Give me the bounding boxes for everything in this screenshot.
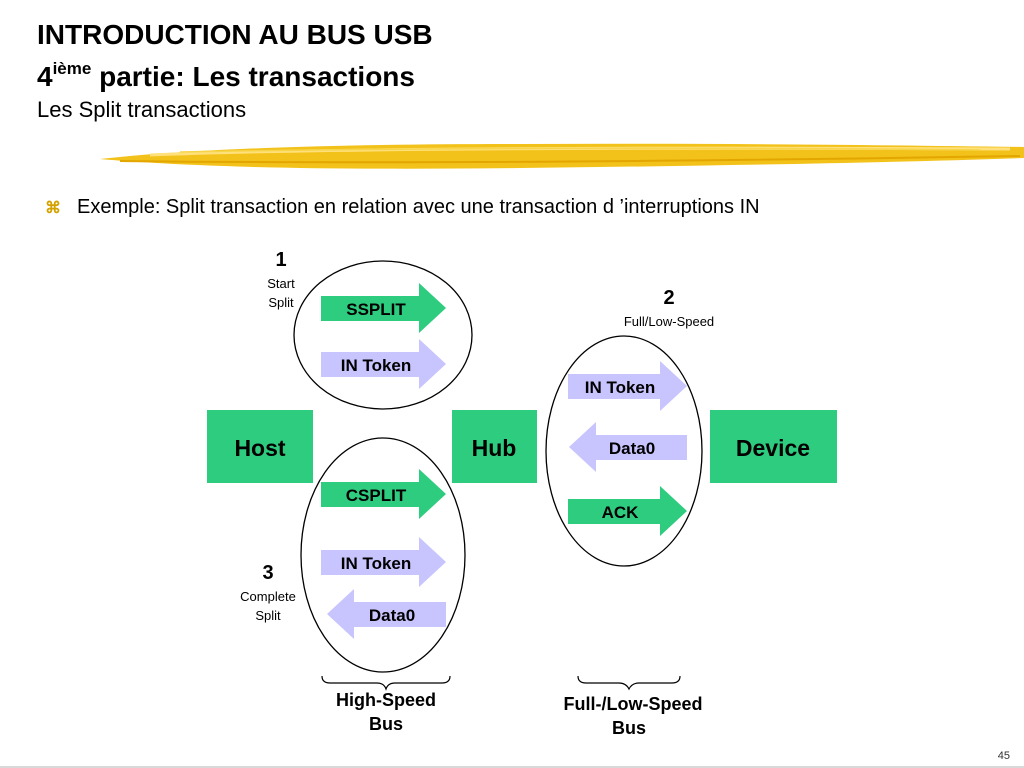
data0-label-complete: Data0 xyxy=(369,606,415,625)
high-speed-line2: Bus xyxy=(369,714,403,734)
step-3-line1: Complete xyxy=(240,589,296,604)
hub-label: Hub xyxy=(472,435,517,461)
high-speed-brace xyxy=(321,675,451,691)
step-3-label: 3 Complete Split xyxy=(240,562,296,623)
host-label: Host xyxy=(234,435,285,461)
hub-box: Hub xyxy=(452,410,537,483)
step-2-label: 2 Full/Low-Speed xyxy=(624,287,714,329)
in-token-label-complete: IN Token xyxy=(341,554,412,573)
full-low-speed-brace xyxy=(577,675,681,691)
full-low-speed-bus-label: Full-/Low-Speed Bus xyxy=(564,694,703,738)
start-split-ellipse xyxy=(293,260,473,410)
data0-arrow-device: Data0 xyxy=(569,422,687,472)
device-label: Device xyxy=(736,435,810,461)
data0-label-device: Data0 xyxy=(609,439,655,458)
data0-arrow-complete: Data0 xyxy=(327,589,446,639)
csplit-arrow: CSPLIT xyxy=(321,469,446,519)
in-token-arrow-complete: IN Token xyxy=(321,537,446,587)
device-box: Device xyxy=(710,410,837,483)
step-2-label-text: Full/Low-Speed xyxy=(624,314,714,329)
title-block: INTRODUCTION AU BUS USB 4ième partie: Le… xyxy=(37,18,433,126)
ssplit-arrow: SSPLIT xyxy=(321,283,446,333)
in-token-arrow-start: IN Token xyxy=(321,339,446,389)
full-low-speed-line1: Full-/Low-Speed xyxy=(564,694,703,714)
step-1-line1: Start xyxy=(267,276,295,291)
slide-subtitle: Les Split transactions xyxy=(37,97,247,122)
ssplit-label: SSPLIT xyxy=(346,300,406,319)
csplit-label: CSPLIT xyxy=(346,486,407,505)
high-speed-line1: High-Speed xyxy=(336,690,436,710)
slide-title: INTRODUCTION AU BUS USB xyxy=(37,19,433,50)
part-title: partie: Les transactions xyxy=(91,61,415,92)
part-superscript: ième xyxy=(52,59,92,78)
step-3-number: 3 xyxy=(262,562,273,584)
host-box: Host xyxy=(207,410,313,483)
footer-divider xyxy=(0,766,1024,768)
in-token-label-start: IN Token xyxy=(341,356,412,375)
ack-label: ACK xyxy=(602,503,640,522)
in-token-label-device: IN Token xyxy=(585,378,656,397)
full-low-speed-ellipse xyxy=(545,335,703,567)
step-1-label: 1 Start Split xyxy=(267,249,295,310)
step-1-line2: Split xyxy=(268,295,294,310)
step-2-number: 2 xyxy=(663,287,674,309)
bullet-text: Exemple: Split transaction en relation a… xyxy=(77,196,760,218)
page-number: 45 xyxy=(997,750,1010,762)
complete-split-ellipse xyxy=(300,437,466,673)
gold-brush-stroke-divider xyxy=(100,143,1024,169)
bullet-icon: ⌘ xyxy=(45,200,61,217)
slide-title-part: 4ième partie: Les transactions xyxy=(37,52,433,94)
bullet-item: ⌘ Exemple: Split transaction en relation … xyxy=(45,196,760,219)
step-3-line2: Split xyxy=(255,608,281,623)
full-low-speed-line2: Bus xyxy=(612,718,646,738)
ack-arrow: ACK xyxy=(568,486,687,536)
in-token-arrow-device: IN Token xyxy=(568,361,687,411)
part-number: 4 xyxy=(37,61,53,92)
step-1-number: 1 xyxy=(275,249,286,271)
high-speed-bus-label: High-Speed Bus xyxy=(336,690,436,734)
